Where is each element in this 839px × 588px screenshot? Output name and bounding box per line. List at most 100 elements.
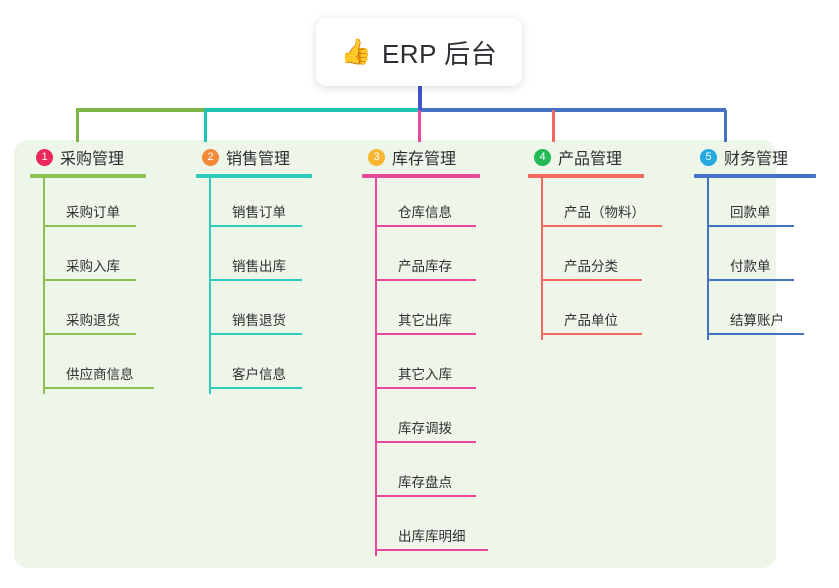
branch-spine xyxy=(43,178,45,394)
branch-column-product: 4 产品管理产品（物料） 产品分类产品单位 xyxy=(528,144,678,340)
leaf-label: 产品单位 xyxy=(564,313,618,328)
branch-underline xyxy=(528,174,644,178)
branch-title: 财务管理 xyxy=(724,151,789,168)
branch-header-purchasing[interactable]: 1 采购管理 xyxy=(30,144,180,170)
leaf-node[interactable]: 产品库存 xyxy=(376,232,512,286)
leaf-label: 采购入库 xyxy=(66,259,120,274)
branch-underline xyxy=(362,174,480,178)
branch-spine xyxy=(541,178,543,340)
leaf-label: 客户信息 xyxy=(232,367,286,382)
leaf-node[interactable]: 付款单 xyxy=(708,232,839,286)
leaf-underline xyxy=(210,333,302,335)
leaf-label: 出库库明细 xyxy=(398,529,466,544)
branch-header-inventory[interactable]: 3 库存管理 xyxy=(362,144,512,170)
leaf-node[interactable]: 销售退货 xyxy=(210,286,346,340)
leaf-label: 仓库信息 xyxy=(398,205,452,220)
leaf-node[interactable]: 销售订单 xyxy=(210,178,346,232)
branch-title: 产品管理 xyxy=(558,151,623,168)
drop-inventory xyxy=(418,110,421,142)
leaf-underline xyxy=(44,333,136,335)
leaf-underline xyxy=(376,333,476,335)
leaf-node[interactable]: 其它出库 xyxy=(376,286,512,340)
root-node-card[interactable]: 👍 ERP 后台 xyxy=(316,18,522,86)
branch-number-badge: 2 xyxy=(202,148,219,166)
branch-leaf-list: 回款单付款单结算账户 xyxy=(694,178,839,340)
leaf-node[interactable]: 产品分类 xyxy=(542,232,678,286)
leaf-node[interactable]: 产品（物料） xyxy=(542,178,678,232)
leaf-label: 产品库存 xyxy=(398,259,452,274)
leaf-underline xyxy=(210,279,302,281)
leaf-node[interactable]: 采购订单 xyxy=(44,178,180,232)
branch-spine xyxy=(707,178,709,340)
leaf-underline xyxy=(542,333,642,335)
branch-number-badge: 3 xyxy=(368,148,385,166)
leaf-underline xyxy=(708,279,794,281)
leaf-label: 产品分类 xyxy=(564,259,618,274)
leaf-label: 回款单 xyxy=(730,205,771,220)
branch-title: 采购管理 xyxy=(60,151,125,168)
drop-purchasing xyxy=(76,110,79,142)
leaf-node[interactable]: 销售出库 xyxy=(210,232,346,286)
leaf-node[interactable]: 出库库明细 xyxy=(376,502,512,556)
leaf-node[interactable]: 采购退货 xyxy=(44,286,180,340)
leaf-node[interactable]: 回款单 xyxy=(708,178,839,232)
leaf-underline xyxy=(542,279,642,281)
branch-number-badge: 1 xyxy=(36,148,53,166)
branch-leaf-list: 产品（物料） 产品分类产品单位 xyxy=(528,178,678,340)
root-node-title: ERP 后台 xyxy=(381,38,498,69)
leaf-node[interactable]: 其它入库 xyxy=(376,340,512,394)
leaf-label: 销售退货 xyxy=(232,313,286,328)
leaf-node[interactable]: 产品单位 xyxy=(542,286,678,340)
branch-title: 库存管理 xyxy=(392,151,457,168)
drop-finance xyxy=(724,110,727,142)
branch-header-sales[interactable]: 2 销售管理 xyxy=(196,144,346,170)
leaf-node[interactable]: 采购入库 xyxy=(44,232,180,286)
branch-leaf-list: 仓库信息产品库存其它出库其它入库库存调拨库存盘点出库库明细 xyxy=(362,178,512,556)
leaf-underline xyxy=(44,279,136,281)
drop-sales xyxy=(204,110,207,142)
branch-column-sales: 2 销售管理销售订单销售出库销售退货客户信息 xyxy=(196,144,346,394)
leaf-label: 库存盘点 xyxy=(398,475,452,490)
leaf-underline xyxy=(376,225,476,227)
branch-spine xyxy=(209,178,211,394)
leaf-label: 其它入库 xyxy=(398,367,452,382)
leaf-node[interactable]: 仓库信息 xyxy=(376,178,512,232)
leaf-label: 销售出库 xyxy=(232,259,286,274)
leaf-node[interactable]: 结算账户 xyxy=(708,286,839,340)
branch-column-inventory: 3 库存管理仓库信息产品库存其它出库其它入库库存调拨库存盘点出库库明细 xyxy=(362,144,512,556)
branch-title: 销售管理 xyxy=(226,151,291,168)
leaf-node[interactable]: 库存盘点 xyxy=(376,448,512,502)
branch-underline xyxy=(196,174,312,178)
leaf-label: 库存调拨 xyxy=(398,421,452,436)
leaf-underline xyxy=(708,333,804,335)
branch-leaf-list: 采购订单采购入库采购退货供应商信息 xyxy=(30,178,180,394)
drop-product xyxy=(552,110,555,142)
leaf-underline xyxy=(376,441,476,443)
leaf-underline xyxy=(376,495,476,497)
leaf-label: 付款单 xyxy=(730,259,771,274)
leaf-label: 采购订单 xyxy=(66,205,120,220)
leaf-underline xyxy=(44,225,136,227)
segment-blue xyxy=(418,108,726,112)
leaf-underline xyxy=(376,549,488,551)
branch-leaf-list: 销售订单销售出库销售退货客户信息 xyxy=(196,178,346,394)
branch-header-product[interactable]: 4 产品管理 xyxy=(528,144,678,170)
leaf-label: 结算账户 xyxy=(730,313,784,328)
leaf-label: 采购退货 xyxy=(66,313,120,328)
trunk-connector xyxy=(418,86,422,110)
leaf-underline xyxy=(210,225,302,227)
branch-column-finance: 5 财务管理回款单付款单结算账户 xyxy=(694,144,839,340)
branch-number-badge: 5 xyxy=(700,148,717,166)
branch-header-finance[interactable]: 5 财务管理 xyxy=(694,144,839,170)
thumbs-up-icon: 👍 xyxy=(340,37,372,66)
branch-column-purchasing: 1 采购管理采购订单采购入库采购退货供应商信息 xyxy=(30,144,180,394)
leaf-node[interactable]: 供应商信息 xyxy=(44,340,180,394)
branch-spine xyxy=(375,178,377,556)
branch-underline xyxy=(30,174,146,178)
segment-green xyxy=(76,108,204,112)
leaf-node[interactable]: 客户信息 xyxy=(210,340,346,394)
leaf-node[interactable]: 库存调拨 xyxy=(376,394,512,448)
leaf-underline xyxy=(542,225,662,227)
leaf-underline xyxy=(44,387,154,389)
branch-number-badge: 4 xyxy=(534,148,551,166)
